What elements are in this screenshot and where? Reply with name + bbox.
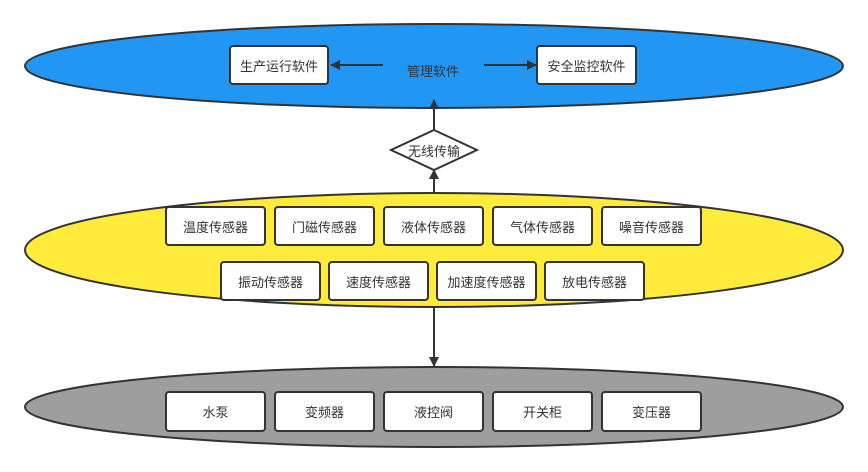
device-label: 液控阀 bbox=[413, 406, 453, 421]
sensor-temperature[interactable]: 温度传感器 bbox=[165, 206, 266, 246]
device-label: 水泵 bbox=[202, 406, 229, 421]
management-software-title: 管理软件 bbox=[407, 65, 460, 80]
production-software-box[interactable]: 生产运行软件 bbox=[229, 45, 329, 85]
device-label: 变压器 bbox=[631, 406, 671, 421]
sensor-label: 液体传感器 bbox=[400, 220, 466, 236]
sensor-door-magnetic[interactable]: 门磁传感器 bbox=[274, 206, 375, 246]
device-frequency-converter[interactable]: 变频器 bbox=[274, 391, 375, 432]
sensor-label: 振动传感器 bbox=[237, 275, 303, 291]
sensor-gas[interactable]: 气体传感器 bbox=[492, 206, 593, 246]
device-water-pump[interactable]: 水泵 bbox=[165, 391, 266, 432]
wireless-transmission-diamond bbox=[388, 128, 480, 172]
sensor-liquid[interactable]: 液体传感器 bbox=[383, 206, 484, 246]
sensor-vibration[interactable]: 振动传感器 bbox=[220, 261, 321, 301]
sensor-label: 放电传感器 bbox=[561, 275, 627, 291]
device-switch-cabinet[interactable]: 开关柜 bbox=[492, 391, 593, 432]
safety-monitoring-software-label: 安全监控软件 bbox=[547, 59, 626, 75]
sensor-label: 门磁传感器 bbox=[291, 220, 357, 236]
device-label: 变频器 bbox=[304, 406, 344, 421]
device-transformer[interactable]: 变压器 bbox=[601, 391, 702, 432]
sensor-label: 气体传感器 bbox=[509, 220, 575, 236]
sensor-speed[interactable]: 速度传感器 bbox=[328, 261, 429, 301]
production-software-label: 生产运行软件 bbox=[239, 59, 318, 75]
safety-monitoring-software-box[interactable]: 安全监控软件 bbox=[536, 45, 637, 85]
wireless-transmission-label: 无线传输 bbox=[407, 144, 460, 160]
sensor-noise[interactable]: 噪音传感器 bbox=[601, 206, 702, 246]
sensor-label: 速度传感器 bbox=[345, 275, 411, 291]
sensor-acceleration[interactable]: 加速度传感器 bbox=[436, 261, 537, 301]
sensor-label: 温度传感器 bbox=[182, 220, 248, 236]
sensor-label: 加速度传感器 bbox=[447, 275, 526, 291]
device-label: 开关柜 bbox=[522, 406, 562, 421]
device-hydraulic-valve[interactable]: 液控阀 bbox=[383, 391, 484, 432]
sensor-discharge[interactable]: 放电传感器 bbox=[544, 261, 645, 301]
sensor-label: 噪音传感器 bbox=[618, 220, 684, 236]
